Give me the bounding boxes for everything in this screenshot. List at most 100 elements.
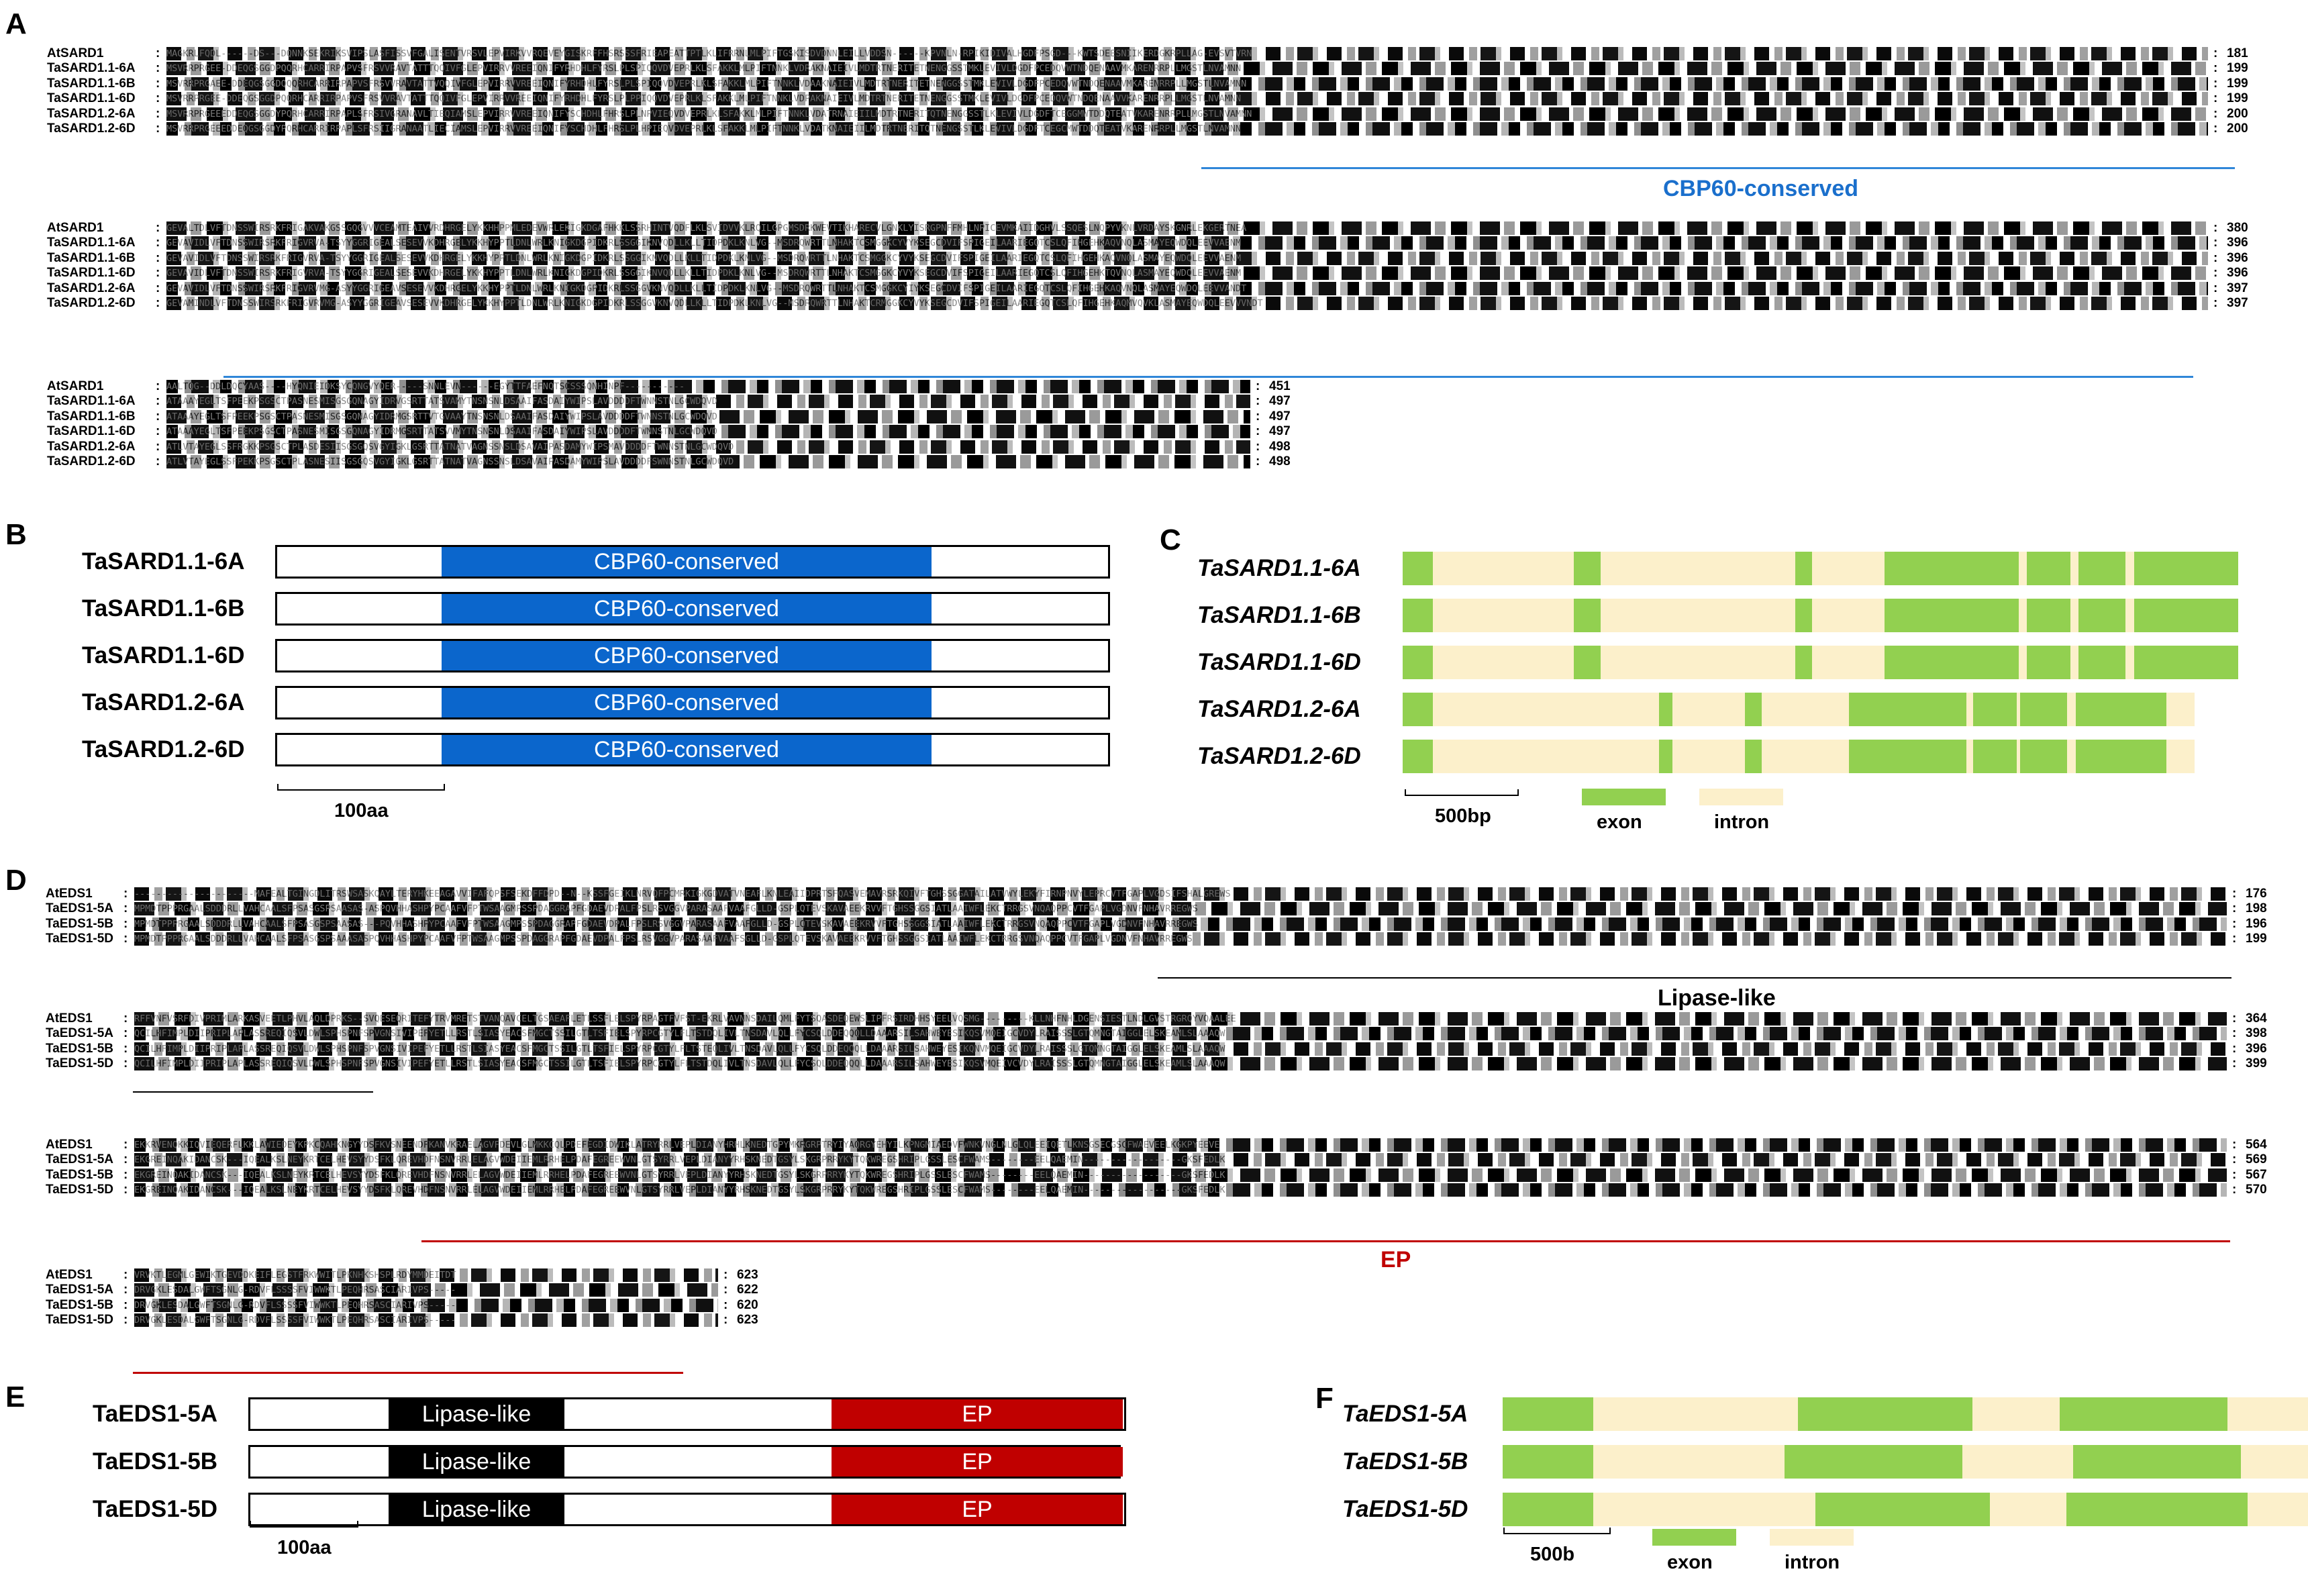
exon-block bbox=[1849, 740, 1966, 773]
protein-bar: CBP60-conserved bbox=[275, 639, 1110, 672]
sequence-track: QCILHFIMPLDIIPRIPLAPLASSREQIQSVLDWLSPHSP… bbox=[134, 1027, 2227, 1041]
colon-separator: : bbox=[2232, 1182, 2237, 1197]
scale-bar bbox=[1405, 789, 1519, 796]
protein-name: TaEDS1-5A bbox=[93, 1401, 218, 1427]
exon-block bbox=[1795, 552, 1812, 585]
sequence-track: DRVGKLESDALGWFTSGNLG-RDVFLSSSSFVIWWKTLPE… bbox=[134, 1298, 718, 1312]
residue-count: 498 bbox=[1269, 439, 1291, 454]
exon-block bbox=[2020, 740, 2067, 773]
residue-count: 623 bbox=[737, 1268, 758, 1282]
gene-bar bbox=[1503, 1445, 2308, 1479]
ep-label-d: EP bbox=[1381, 1247, 1411, 1273]
sequence-track: MPMDTPPPRGAALSDDDRLLVAHCAALSFPSASGSPSAAS… bbox=[134, 902, 2227, 916]
colon-separator: : bbox=[2213, 61, 2218, 76]
exon-block bbox=[1503, 1397, 1593, 1431]
sequence-text: ATLVTAYEGLSSFPEKKPSGSCTPLASNESIISGSGQSVG… bbox=[166, 456, 734, 467]
sequence-text: GEVAVIDLVFTDNSSWIRSRKFRIGVRVA-TSYYGGRIGE… bbox=[166, 268, 1242, 279]
colon-separator: : bbox=[2213, 266, 2218, 281]
protein-name: TaSARD1.1-6B bbox=[82, 595, 245, 621]
sequence-track: QCILHFIMPLDIIPRIPLAPLASSREQIQSVLDWLSPHSP… bbox=[134, 1042, 2227, 1056]
colon-separator: : bbox=[2232, 1011, 2237, 1026]
cbp60-domain: CBP60-conserved bbox=[442, 735, 932, 764]
sequence-track: GEVALTDLVFTDNSSWIRSRKFRIGAKVAKGSSGQGVVVC… bbox=[166, 221, 2208, 235]
colon-separator: : bbox=[156, 281, 160, 295]
exon-block bbox=[2134, 599, 2238, 632]
gene-name: TaSARD1.1-6A bbox=[1197, 555, 1361, 581]
lipase-domain: Lipase-like bbox=[389, 1447, 564, 1477]
colon-separator: : bbox=[156, 379, 160, 393]
gene-bar bbox=[1403, 599, 2238, 632]
colon-separator: : bbox=[123, 1138, 128, 1152]
residue-count: 199 bbox=[2227, 61, 2248, 76]
residue-count: 564 bbox=[2246, 1138, 2267, 1152]
colon-separator: : bbox=[2213, 281, 2218, 295]
colon-separator: : bbox=[156, 106, 160, 121]
exon-block bbox=[1403, 646, 1433, 679]
exon-block bbox=[1574, 552, 1601, 585]
residue-count: 199 bbox=[2227, 76, 2248, 91]
gene-name: TaSARD1.2-6A bbox=[1197, 696, 1361, 722]
sequence-text: GEVAMINDLVFTDNSSWIRSRKFRIGVRVMG-ASYYGGRI… bbox=[166, 298, 1263, 309]
residue-count: 497 bbox=[1269, 424, 1291, 439]
colon-separator: : bbox=[123, 1041, 128, 1056]
exon-block bbox=[1403, 693, 1433, 726]
colon-separator: : bbox=[123, 1312, 128, 1327]
scale-label: 100aa bbox=[334, 800, 389, 821]
colon-separator: : bbox=[123, 1297, 128, 1312]
sequence-track: EKGREINQAKIDANCSK---IQEALKSLNEYKRTCELHEV… bbox=[134, 1153, 2227, 1167]
sequence-track: MSVRRPRGEE-DDEQGSGGDPQQRHCARRIRPAPVSFRSV… bbox=[166, 92, 2208, 106]
panel-a-alignment: AtSARD1:MAGKRLFQDL------DS---DQNNKSEKRIK… bbox=[0, 0, 2308, 510]
colon-separator: : bbox=[2213, 76, 2218, 91]
scale-bar bbox=[1503, 1528, 1611, 1534]
sequence-track: GEVAVIDLVFTDNSSWIRSRKFRIGVRVMG-ASYYGGRIG… bbox=[166, 281, 2208, 295]
exon-block bbox=[1885, 552, 2019, 585]
sequence-name: TaEDS1-5A bbox=[46, 1283, 114, 1297]
sequence-track: ----------------------MAFEALTGINGDLITRSW… bbox=[134, 887, 2227, 901]
sequence-name: TaSARD1.1-6D bbox=[47, 424, 136, 439]
sequence-text: QCILHFIMPLDIIPRIPLAPLASSREQIQSVLDWLSPHSP… bbox=[134, 1058, 1225, 1069]
sequence-track: MSVRRPRGEEEDDEQGSGGDYPQRHCARRIRPAPLSFRSI… bbox=[166, 107, 2208, 121]
colon-separator: : bbox=[2213, 91, 2218, 106]
sequence-text: QCILHFIMPLDIIPRIPLAPLASSREQIQSVLDWLSPHSP… bbox=[134, 1043, 1225, 1054]
gene-name: TaEDS1-5D bbox=[1342, 1496, 1468, 1522]
residue-count: 397 bbox=[2227, 296, 2248, 310]
sequence-name: TaSARD1.1-6A bbox=[47, 236, 136, 250]
exon-block bbox=[2066, 1493, 2248, 1526]
sequence-name: TaEDS1-5D bbox=[46, 1056, 114, 1070]
scale-label: 500b bbox=[1530, 1544, 1575, 1565]
exon-block bbox=[1659, 740, 1672, 773]
panel-label-b: B bbox=[5, 518, 27, 551]
sequence-track: MSVRRPRGEEEDDEQGSGGDYPQRHCARRIRPAPLSFRSI… bbox=[166, 122, 2208, 136]
sequence-name: TaEDS1-5D bbox=[46, 931, 114, 946]
colon-separator: : bbox=[1256, 439, 1260, 454]
sequence-name: TaSARD1.2-6D bbox=[47, 121, 136, 136]
sequence-text: MPMDTPPPRGAALSDDDRLLVAHCAALSFPSASGSPSAAS… bbox=[134, 918, 1198, 930]
exon-block bbox=[1403, 599, 1433, 632]
legend-exon-label: exon bbox=[1597, 811, 1642, 833]
residue-count: 498 bbox=[1269, 454, 1291, 468]
residue-count: 620 bbox=[737, 1297, 758, 1312]
colon-separator: : bbox=[156, 76, 160, 91]
gene-bar bbox=[1503, 1493, 2308, 1526]
sequence-text: EKGREINQAKIDANCSK---IQEALKSLNEYKRTCELHEV… bbox=[134, 1154, 1225, 1166]
gene-bar bbox=[1403, 740, 2195, 773]
cbp60-line-a1 bbox=[1201, 167, 2235, 169]
exon-block bbox=[2020, 693, 2067, 726]
colon-separator: : bbox=[156, 296, 160, 310]
residue-count: 396 bbox=[2227, 266, 2248, 281]
exon-block bbox=[2134, 646, 2238, 679]
residue-count: 200 bbox=[2227, 121, 2248, 136]
legend-intron-label: intron bbox=[1785, 1552, 1840, 1573]
protein-name: TaEDS1-5D bbox=[93, 1496, 218, 1522]
lipase-line-d2 bbox=[133, 1091, 373, 1093]
sequence-track: EKGREINQAKIDANCSK---IQEALKSLNEYKRTCELHEV… bbox=[134, 1183, 2227, 1197]
exon-block bbox=[1574, 599, 1601, 632]
gene-name: TaSARD1.1-6D bbox=[1197, 649, 1361, 675]
residue-count: 181 bbox=[2227, 46, 2248, 60]
colon-separator: : bbox=[123, 931, 128, 946]
protein-name: TaSARD1.2-6D bbox=[82, 736, 245, 762]
protein-bar: CBP60-conserved bbox=[275, 545, 1110, 579]
sequence-text: MSVRRPRGEEEDDEQGSGGDYPQRHCARRIRPAPLSFRSI… bbox=[166, 108, 1252, 119]
